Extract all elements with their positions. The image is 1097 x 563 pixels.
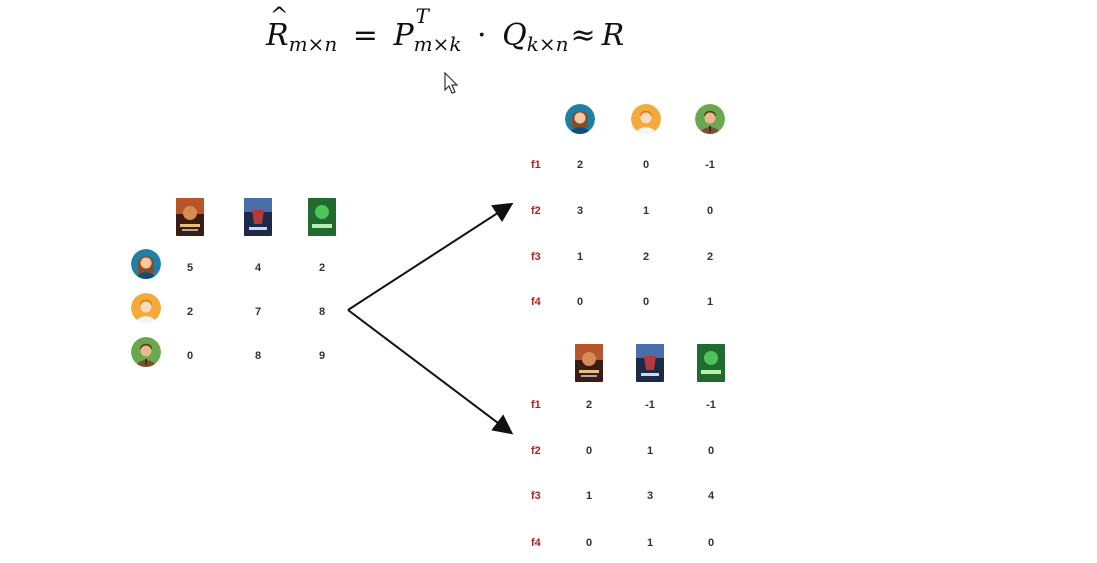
p-subscript: m×k — [413, 32, 462, 56]
factor-label: f3 — [531, 490, 541, 502]
movie-poster-blue-icon — [636, 344, 664, 382]
user-man-brown-icon — [695, 104, 725, 134]
dot-operator: · — [477, 18, 487, 53]
movie-poster-red-icon — [575, 344, 603, 382]
matrix-cell: 9 — [318, 350, 326, 362]
matrix-cell: 0 — [585, 537, 593, 549]
user-man-blond-icon — [131, 293, 161, 323]
matrix-cell: 0 — [707, 537, 715, 549]
q-letter: Q — [502, 18, 527, 53]
matrix-cell: 1 — [646, 445, 654, 457]
factorization-formula: Rm×n = PTm×k · Qk×n≈R — [266, 4, 625, 56]
matrix-cell: 2 — [318, 262, 326, 274]
arrow-down — [347, 309, 514, 435]
matrix-cell: 7 — [254, 306, 262, 318]
p-letter: P — [393, 18, 414, 53]
matrix-cell: -1 — [705, 159, 715, 171]
mouse-cursor-icon — [444, 72, 459, 94]
factor-label: f4 — [531, 537, 541, 549]
factor-label: f4 — [531, 296, 541, 308]
matrix-cell: 8 — [318, 306, 326, 318]
matrix-cell: 2 — [576, 159, 584, 171]
matrix-cell: 0 — [706, 205, 714, 217]
matrix-cell: 0 — [585, 445, 593, 457]
matrix-cell: 1 — [646, 537, 654, 549]
matrix-cell: 0 — [707, 445, 715, 457]
equals-sign: = — [352, 18, 378, 53]
factor-label: f2 — [531, 445, 541, 457]
matrix-cell: 3 — [576, 205, 584, 217]
matrix-cell: 4 — [254, 262, 262, 274]
movie-poster-green-icon — [308, 198, 336, 236]
user-woman-icon — [131, 249, 161, 279]
matrix-cell: 2 — [642, 251, 650, 263]
matrix-cell: 2 — [585, 399, 593, 411]
factor-label: f1 — [531, 159, 541, 171]
matrix-cell: 1 — [706, 296, 714, 308]
movie-poster-green-icon — [697, 344, 725, 382]
matrix-cell: 5 — [186, 262, 194, 274]
user-man-blond-icon — [631, 104, 661, 134]
factor-label: f1 — [531, 399, 541, 411]
user-man-brown-icon — [131, 337, 161, 367]
movie-poster-blue-icon — [244, 198, 272, 236]
matrix-cell: 2 — [186, 306, 194, 318]
matrix-cell: 1 — [642, 205, 650, 217]
movie-poster-red-icon — [176, 198, 204, 236]
matrix-cell: 2 — [706, 251, 714, 263]
matrix-cell: -1 — [645, 399, 655, 411]
matrix-cell: 1 — [585, 490, 593, 502]
arrow-up — [347, 202, 514, 311]
factor-label: f2 — [531, 205, 541, 217]
matrix-cell: 8 — [254, 350, 262, 362]
r-letter: R — [601, 18, 625, 53]
p-superscript: T — [415, 4, 429, 28]
q-subscript: k×n — [526, 32, 569, 56]
matrix-cell: -1 — [706, 399, 716, 411]
matrix-cell: 0 — [576, 296, 584, 308]
r-hat-symbol: R — [266, 4, 289, 53]
matrix-cell: 0 — [186, 350, 194, 362]
factor-label: f3 — [531, 251, 541, 263]
matrix-cell: 3 — [646, 490, 654, 502]
matrix-cell: 4 — [707, 490, 715, 502]
user-woman-icon — [565, 104, 595, 134]
matrix-cell: 1 — [576, 251, 584, 263]
matrix-cell: 0 — [642, 159, 650, 171]
matrix-cell: 0 — [642, 296, 650, 308]
approx-sign: ≈ — [570, 18, 596, 53]
r-subscript: m×n — [288, 32, 338, 56]
